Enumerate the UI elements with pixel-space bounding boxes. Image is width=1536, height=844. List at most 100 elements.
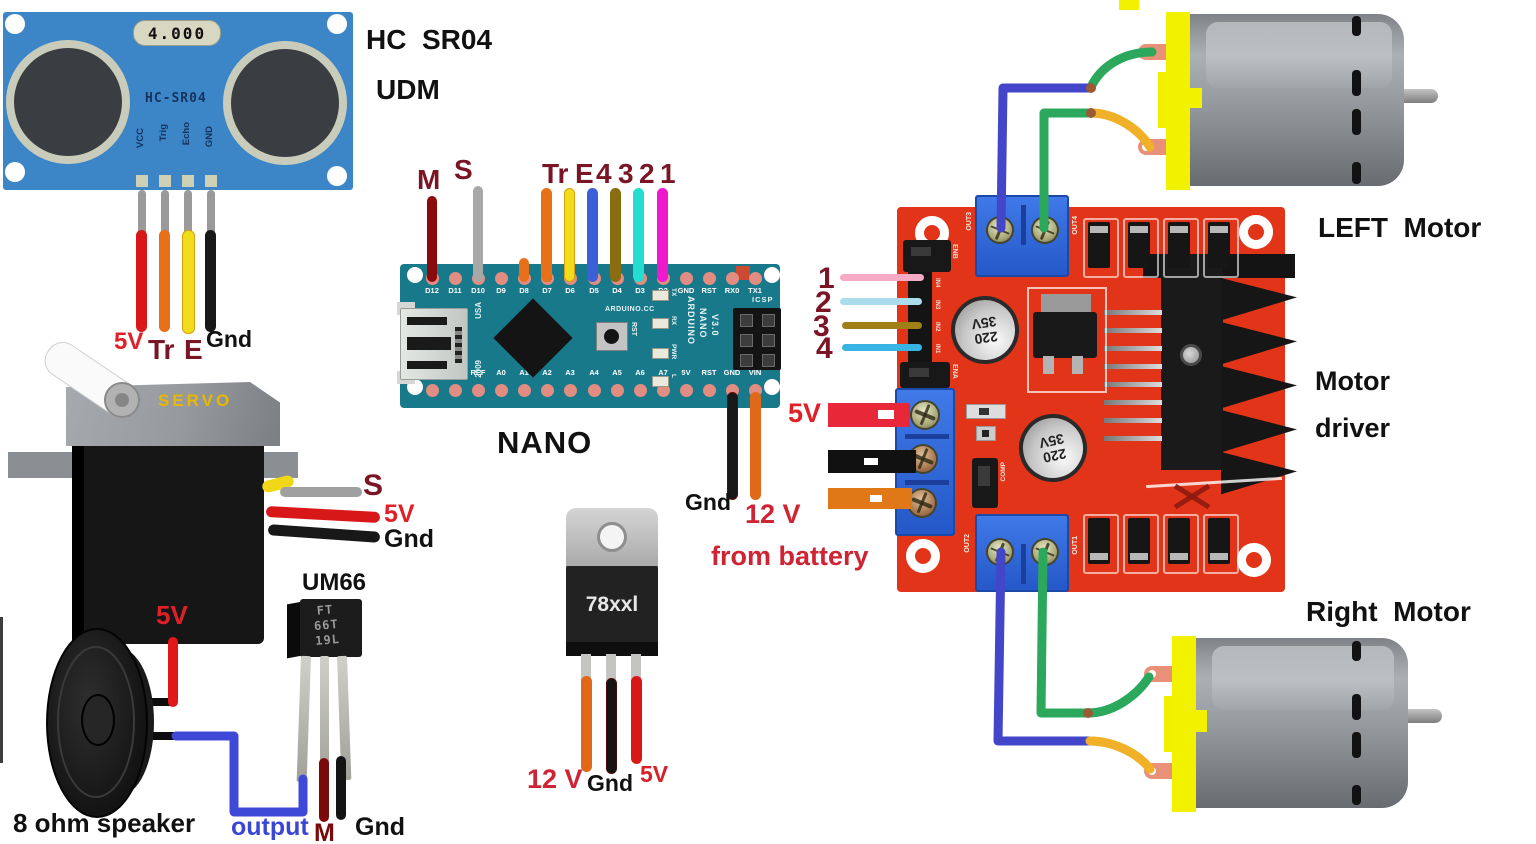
ctrl-wire-4 (842, 344, 922, 351)
wire-junction (1086, 108, 1096, 118)
pin-label: A0 (496, 368, 506, 377)
right-motor-highlight (1212, 646, 1394, 710)
icsp-pin (740, 354, 753, 367)
mount-hole (764, 379, 780, 395)
speaker-5v-wire (168, 637, 178, 707)
pin-label: A7 (658, 368, 668, 377)
um66-chip-text: FT 66T 19L (312, 602, 341, 649)
usb-slot (407, 337, 451, 350)
rx-led (652, 318, 669, 329)
terminal-divider (1021, 205, 1026, 245)
smd-led (966, 404, 1006, 419)
power-wire-12v (828, 488, 912, 509)
tx-led (652, 290, 669, 301)
enb-label: ENB (951, 244, 958, 259)
pin-label: TX1 (748, 286, 762, 295)
driver-num-2: 2 (815, 286, 832, 319)
servo-5v-label: 5V (384, 500, 415, 528)
crystal-value: 4.000 (147, 23, 207, 43)
speaker-output-wire (171, 731, 308, 817)
icsp-pin (740, 334, 753, 347)
reg-12v-label: 12 V (527, 764, 583, 794)
servo-body (72, 444, 264, 644)
rx-led-label: RX (670, 316, 677, 326)
diode (1088, 518, 1110, 564)
pin-label: D5 (589, 286, 599, 295)
reg-gnd-wire (606, 678, 617, 774)
nano-4-label: 4 (596, 158, 612, 189)
jumper-cap (909, 368, 929, 377)
wire-2 (633, 188, 644, 282)
mount-hole (5, 162, 25, 182)
tr-wire (541, 188, 552, 282)
wire-junction (1083, 708, 1093, 718)
um66-title: UM66 (302, 569, 367, 596)
in1-label: IN1 (934, 344, 940, 354)
l298-pin (1104, 382, 1162, 387)
pin-label: A5 (612, 368, 622, 377)
wire-1 (657, 188, 668, 282)
pin-pad (703, 384, 716, 397)
nano-title: NANO (497, 425, 593, 460)
pin-pad (426, 384, 439, 397)
servo-5v-wire (265, 506, 381, 523)
diode-outline (1203, 514, 1239, 574)
pwr-led (652, 348, 669, 359)
um66-gnd-wire (336, 756, 346, 820)
e-wire (564, 188, 575, 282)
pin-pad (657, 384, 670, 397)
pin-label-vcc: VCC (135, 128, 146, 149)
out3-label: OUT3 (966, 212, 973, 231)
left-motor-shaft (1404, 89, 1438, 103)
smd-led-die (979, 408, 989, 415)
regulator-hole (597, 522, 627, 552)
pin-pad (449, 272, 462, 285)
pin-label: D12 (425, 286, 439, 295)
reg-5v-label: 5V (640, 761, 669, 787)
out1-label: OUT1 (1072, 536, 1079, 555)
gnd-wire-stub (207, 190, 215, 242)
model-line-2: NANO (698, 308, 708, 339)
output-label: output (231, 813, 309, 841)
nano-3-label: 3 (618, 158, 634, 189)
pin-label: D3 (635, 286, 645, 295)
regulator-leg (606, 654, 616, 698)
servo-gnd-wire (267, 524, 381, 543)
pin-pad (495, 272, 508, 285)
mount-hole (5, 14, 25, 34)
pin-pad (703, 272, 716, 285)
servo-body-shade (72, 444, 84, 644)
servo-s-wire (280, 487, 362, 497)
speaker-terminal (142, 732, 176, 740)
diode-outline (1163, 514, 1199, 574)
mount-hole (1239, 215, 1273, 249)
smd-regulator (1033, 312, 1097, 358)
tab-hole (1142, 143, 1150, 151)
pin-label: 5V (681, 368, 691, 377)
usb-contacts (455, 327, 462, 363)
right-motor-body (1196, 638, 1408, 808)
pin-label: A4 (589, 368, 599, 377)
reg-5v-wire (631, 676, 642, 764)
trig-wire-stub (161, 190, 169, 242)
pin-label: D9 (496, 286, 506, 295)
wire-terminal (870, 495, 882, 502)
pin-pad (205, 175, 217, 187)
pin-label: RST (701, 286, 717, 295)
regulator-body: 78xxl (566, 566, 658, 644)
diode (1208, 222, 1230, 268)
driver-num-1: 1 (818, 262, 835, 295)
s-wire (473, 186, 483, 282)
pin-label: GND (723, 368, 741, 377)
diode-outline (1163, 218, 1199, 278)
image-edge-artifact (0, 617, 3, 763)
transducer-right (223, 41, 347, 165)
reset-button (596, 322, 628, 351)
model-line-1: ARDUINO (686, 296, 696, 345)
top-edge-stub (1119, 0, 1139, 10)
terminal-divider (1021, 544, 1026, 584)
diode (1168, 518, 1190, 564)
comp-jumper (972, 458, 998, 508)
pin-label: A2 (542, 368, 552, 377)
